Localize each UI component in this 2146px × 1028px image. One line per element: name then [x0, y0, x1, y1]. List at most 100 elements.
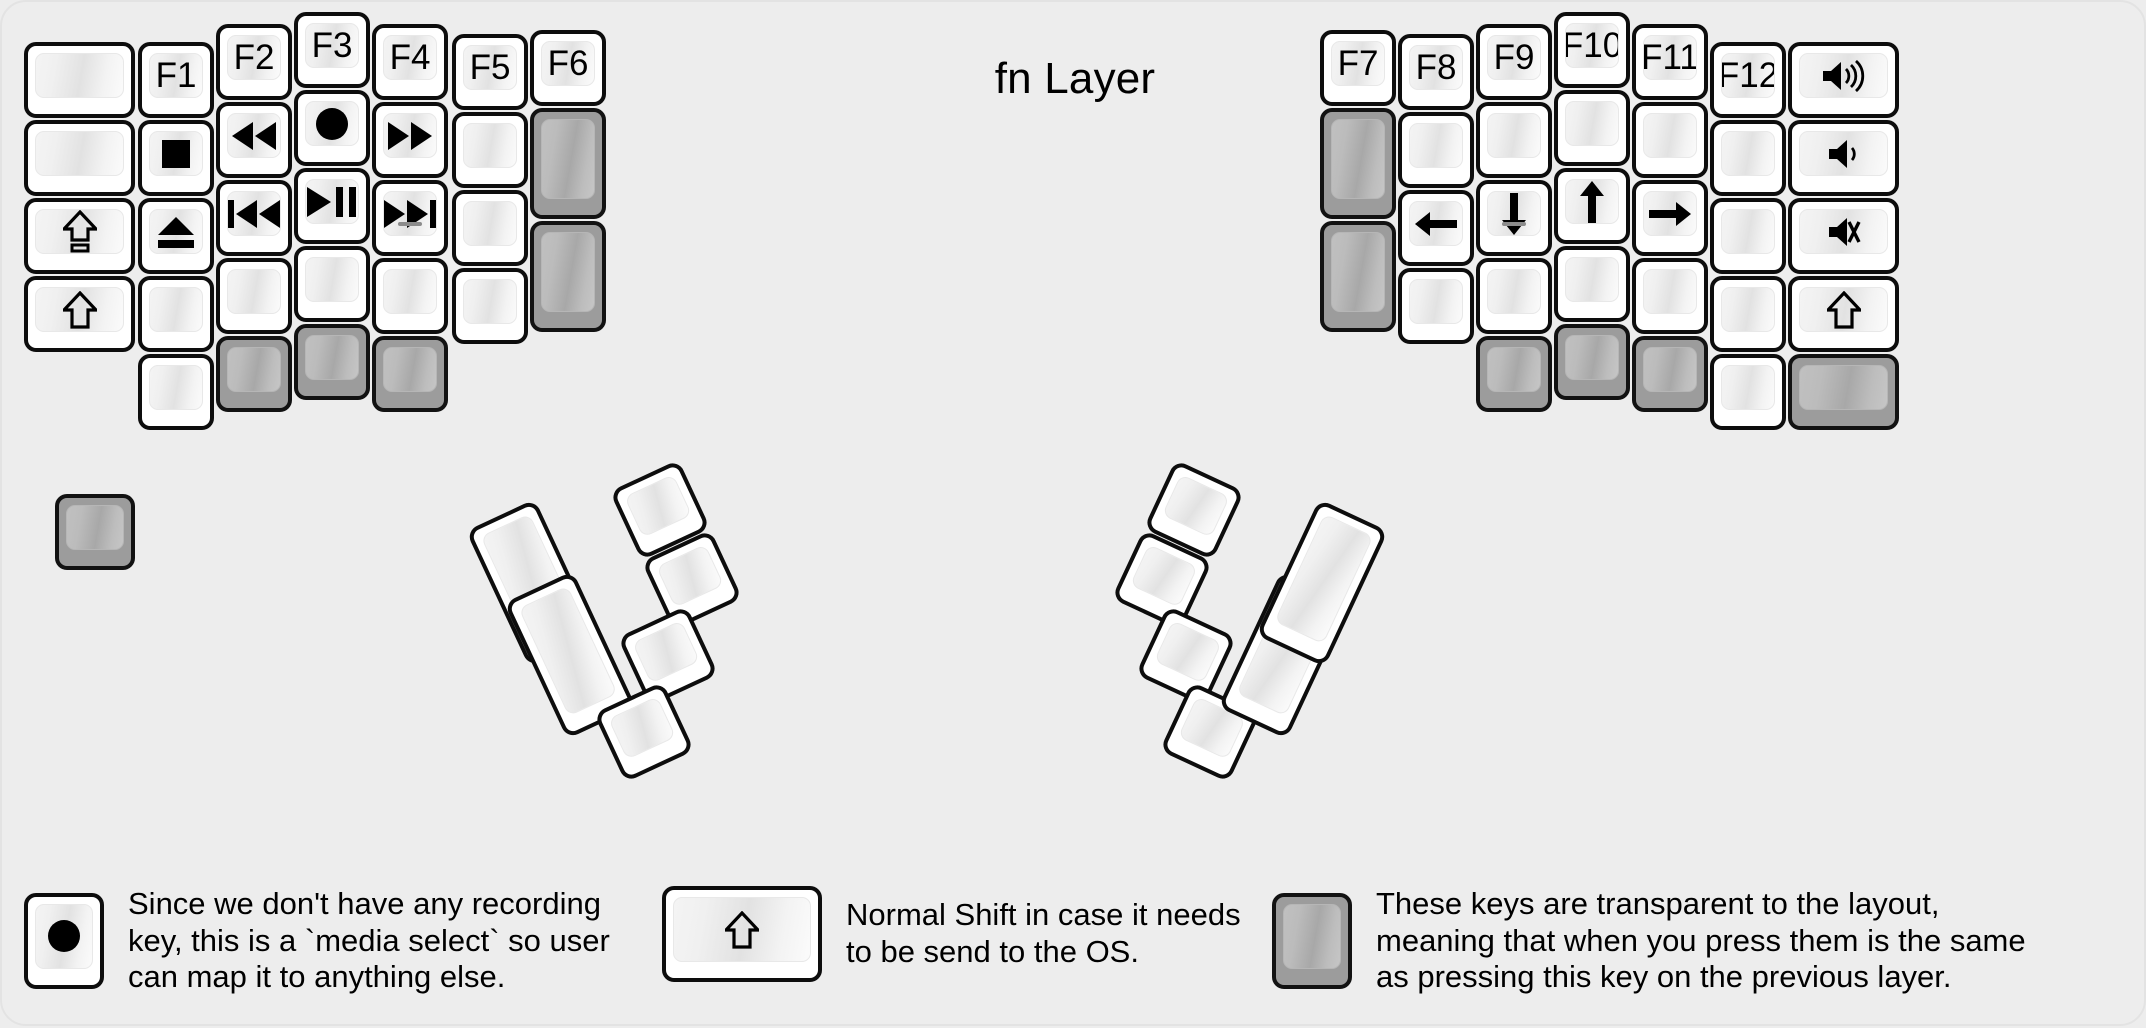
key-right-pinky-outer-r3[interactable] [1710, 198, 1786, 274]
page-title: fn Layer [994, 54, 1156, 103]
legend-item-1: Since we don't have any recording key, t… [24, 886, 610, 996]
key-right-middle-r1[interactable]: F9 [1476, 24, 1552, 100]
key-left-inner-extra-r2[interactable] [530, 108, 606, 220]
keycap-face [305, 335, 359, 380]
key-left-index-inner-r1[interactable]: F5 [452, 34, 528, 110]
key-right-middle-r5[interactable] [1476, 336, 1552, 412]
key-left-pinky-outer-r4[interactable] [24, 276, 136, 352]
media-next-icon [384, 199, 436, 228]
key-right-pinky-r2[interactable] [1632, 102, 1708, 178]
key-left-index-r2[interactable] [372, 102, 448, 178]
key-right-ring-r5[interactable] [1554, 324, 1630, 400]
key-right-index-inner-r2[interactable] [1320, 108, 1396, 220]
key-right-middle-r4[interactable] [1476, 258, 1552, 334]
key-left-inner-extra-r3[interactable] [530, 221, 606, 333]
keycap-face: F12 [1721, 53, 1775, 98]
keycap-face [1721, 365, 1775, 410]
key-left-pinky-r2[interactable] [138, 120, 214, 196]
keycap-face [673, 897, 811, 962]
key-left-middle-r5[interactable] [294, 324, 370, 400]
key-right-pinky-outer-r2[interactable] [1710, 120, 1786, 196]
key-left-pinky-outer-r2[interactable] [24, 120, 136, 196]
keycap-face: F1 [149, 53, 203, 98]
keycap-face [1799, 209, 1889, 254]
key-left-ring-r4[interactable] [216, 258, 292, 334]
key-left-index-r3[interactable] [372, 180, 448, 256]
key-right-ring-r2[interactable] [1554, 90, 1630, 166]
keycap-face [383, 269, 437, 314]
key-left-pinky-r5[interactable] [138, 354, 214, 430]
keycap-face [1721, 209, 1775, 254]
key-left-pinky-outer-r1[interactable] [24, 42, 136, 118]
keycap-face: F7 [1331, 41, 1385, 86]
keycap-face [1487, 113, 1541, 158]
key-right-index-inner-r1[interactable]: F7 [1320, 30, 1396, 106]
key-right-outer-extra-r2[interactable] [1788, 120, 1900, 196]
key-right-ring-r1[interactable]: F10 [1554, 12, 1630, 88]
key-label: F8 [1415, 48, 1457, 87]
key-left-middle-r3[interactable] [294, 168, 370, 244]
keycap-face [463, 123, 517, 168]
keycap-face [35, 53, 125, 98]
key-left-pinky-r4[interactable] [138, 276, 214, 352]
key-right-outer-extra-r4[interactable] [1788, 276, 1900, 352]
key-left-ring-r1[interactable]: F2 [216, 24, 292, 100]
legend-text-2: Normal Shift in case it needs to be send… [846, 897, 1241, 969]
keycap-face [1799, 131, 1889, 176]
keycap-face [35, 131, 125, 176]
media-record-icon [315, 107, 349, 141]
key-left-pinky-r1[interactable]: F1 [138, 42, 214, 118]
key-left-index-inner-r2[interactable] [452, 112, 528, 188]
key-left-index-r1[interactable]: F4 [372, 24, 448, 100]
home-row-bar [398, 222, 422, 226]
keycap-face: F9 [1487, 35, 1541, 80]
key-right-pinky-outer-r1[interactable]: F12 [1710, 42, 1786, 118]
key-left-pinky-outer-r5[interactable] [55, 494, 136, 570]
keycap-face: F2 [227, 35, 281, 80]
legend-swatch-2 [662, 886, 822, 982]
key-right-pinky-r3[interactable] [1632, 180, 1708, 256]
key-right-pinky-r4[interactable] [1632, 258, 1708, 334]
key-right-index-r1[interactable]: F8 [1398, 34, 1474, 110]
key-left-pinky-r3[interactable] [138, 198, 214, 274]
keycap-face [1565, 101, 1619, 146]
key-right-pinky-r5[interactable] [1632, 336, 1708, 412]
keycap-face [1487, 347, 1541, 392]
key-right-ring-r3[interactable] [1554, 168, 1630, 244]
media-play-pause-icon [307, 186, 357, 217]
keycap-face [305, 101, 359, 146]
key-left-ring-r5[interactable] [216, 336, 292, 412]
home-row-bar [1502, 222, 1526, 226]
keycap-face [66, 505, 125, 550]
key-left-middle-r4[interactable] [294, 246, 370, 322]
key-right-index-r4[interactable] [1398, 268, 1474, 344]
keycap-face [305, 257, 359, 302]
key-right-outer-extra-r1[interactable] [1788, 42, 1900, 118]
key-left-middle-r1[interactable]: F3 [294, 12, 370, 88]
key-left-inner-extra-r1[interactable]: F6 [530, 30, 606, 106]
key-left-index-inner-r3[interactable] [452, 190, 528, 266]
key-right-index-r3[interactable] [1398, 190, 1474, 266]
keycap-face [1721, 131, 1775, 176]
key-left-index-r4[interactable] [372, 258, 448, 334]
key-left-index-r5[interactable] [372, 336, 448, 412]
key-left-index-inner-r4[interactable] [452, 268, 528, 344]
keycap-face [227, 347, 281, 392]
key-right-pinky-r1[interactable]: F11 [1632, 24, 1708, 100]
key-right-index-inner-r3[interactable] [1320, 221, 1396, 333]
key-left-ring-r2[interactable] [216, 102, 292, 178]
key-right-middle-r3[interactable] [1476, 180, 1552, 256]
keycap-face [227, 269, 281, 314]
key-right-ring-r4[interactable] [1554, 246, 1630, 322]
key-right-outer-extra-r5[interactable] [1788, 354, 1900, 430]
key-left-thumb-mid-inner[interactable] [617, 605, 719, 707]
keycap-face [624, 474, 693, 538]
key-left-ring-r3[interactable] [216, 180, 292, 256]
key-right-index-r2[interactable] [1398, 112, 1474, 188]
key-right-outer-extra-r3[interactable] [1788, 198, 1900, 274]
key-right-middle-r2[interactable] [1476, 102, 1552, 178]
key-right-pinky-outer-r4[interactable] [1710, 276, 1786, 352]
key-right-pinky-outer-r5[interactable] [1710, 354, 1786, 430]
key-left-pinky-outer-r3[interactable] [24, 198, 136, 274]
key-left-middle-r2[interactable] [294, 90, 370, 166]
